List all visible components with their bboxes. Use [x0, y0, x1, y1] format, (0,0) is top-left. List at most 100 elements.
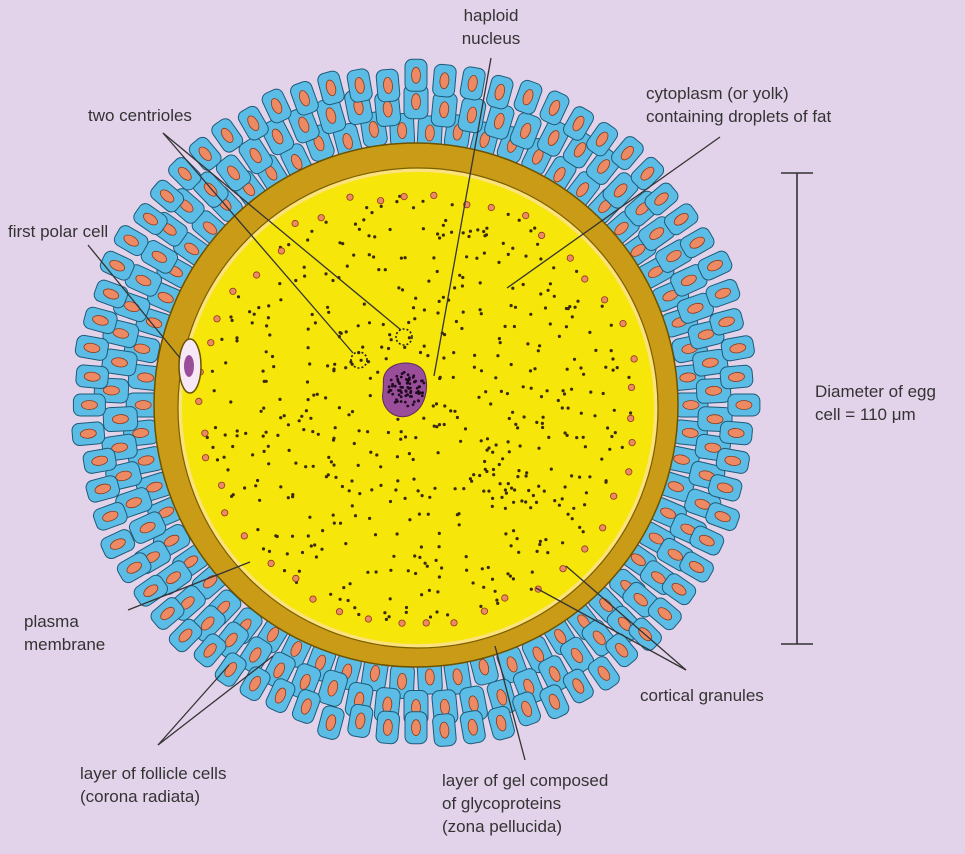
- fat-droplet: [304, 465, 307, 468]
- chromatin-dot: [397, 380, 400, 383]
- fat-droplet: [499, 482, 502, 485]
- chromatin-dot: [405, 389, 408, 392]
- cortical-granule: [582, 546, 588, 552]
- fat-droplet: [541, 426, 544, 429]
- fat-droplet: [543, 490, 546, 493]
- chromatin-dot: [391, 393, 394, 396]
- fat-droplet: [303, 275, 306, 278]
- fat-droplet: [489, 402, 492, 405]
- fat-droplet: [529, 506, 532, 509]
- fat-droplet: [462, 487, 465, 490]
- cortical-granule: [230, 288, 236, 294]
- fat-droplet: [308, 362, 311, 365]
- follicle-cell: [704, 501, 742, 533]
- fat-droplet: [484, 390, 487, 393]
- fat-droplet: [351, 504, 354, 507]
- fat-droplet: [354, 223, 357, 226]
- fat-droplet: [491, 505, 494, 508]
- follicle-cell: [316, 704, 346, 741]
- fat-droplet: [257, 306, 260, 309]
- fat-droplet: [226, 468, 229, 471]
- fat-droplet: [432, 256, 435, 259]
- fat-droplet: [483, 234, 486, 237]
- fat-droplet: [408, 518, 411, 521]
- fat-droplet: [512, 577, 515, 580]
- fat-droplet: [496, 602, 499, 605]
- fat-droplet: [283, 569, 286, 572]
- fat-droplet: [506, 572, 509, 575]
- fat-droplet: [536, 550, 539, 553]
- fat-droplet: [485, 227, 488, 230]
- fat-droplet: [287, 423, 290, 426]
- fat-droplet: [512, 529, 515, 532]
- fat-droplet: [412, 458, 415, 461]
- chromatin-dot: [417, 400, 420, 403]
- fat-droplet: [604, 366, 607, 369]
- fat-droplet: [629, 411, 632, 414]
- fat-droplet: [514, 306, 517, 309]
- fat-droplet: [450, 231, 453, 234]
- cortical-granule: [196, 398, 202, 404]
- fat-droplet: [504, 488, 507, 491]
- fat-droplet: [389, 500, 392, 503]
- fat-droplet: [517, 469, 520, 472]
- fat-droplet: [491, 578, 494, 581]
- fat-droplet: [458, 523, 461, 526]
- fat-droplet: [511, 411, 514, 414]
- follicle-nucleus: [705, 386, 721, 396]
- fat-droplet: [428, 589, 431, 592]
- fat-droplet: [498, 463, 501, 466]
- fat-droplet: [476, 228, 479, 231]
- fat-droplet: [375, 453, 378, 456]
- follicle-cell: [728, 394, 760, 416]
- fat-droplet: [567, 513, 570, 516]
- follicle-cell: [720, 365, 754, 390]
- cortical-granule: [365, 616, 371, 622]
- cortical-granule: [347, 194, 353, 200]
- fat-droplet: [388, 333, 391, 336]
- fat-droplet: [420, 545, 423, 548]
- fat-droplet: [330, 460, 333, 463]
- fat-droplet: [465, 555, 468, 558]
- fat-droplet: [544, 538, 547, 541]
- follicle-cell: [719, 421, 753, 446]
- fat-droplet: [357, 324, 360, 327]
- fat-droplet: [265, 350, 268, 353]
- fat-droplet: [492, 473, 495, 476]
- fat-droplet: [536, 243, 539, 246]
- chromatin-dot: [418, 385, 421, 388]
- fat-droplet: [513, 488, 516, 491]
- cortical-granule: [310, 596, 316, 602]
- fat-droplet: [610, 349, 613, 352]
- follicle-cell: [432, 64, 457, 98]
- fat-droplet: [231, 445, 234, 448]
- cortical-granule: [611, 493, 617, 499]
- fat-droplet: [254, 484, 257, 487]
- fat-droplet: [497, 261, 500, 264]
- fat-droplet: [389, 228, 392, 231]
- fat-droplet: [291, 535, 294, 538]
- fat-droplet: [452, 351, 455, 354]
- fat-droplet: [423, 308, 426, 311]
- fat-droplet: [552, 266, 555, 269]
- follicle-cell: [75, 364, 109, 389]
- fat-droplet: [262, 435, 265, 438]
- fat-droplet: [436, 311, 439, 314]
- chromatin-dot: [404, 401, 407, 404]
- fat-droplet: [561, 497, 564, 500]
- cortical-granule: [253, 272, 259, 278]
- fat-droplet: [436, 590, 439, 593]
- fat-droplet: [522, 283, 525, 286]
- chromatin-dot: [387, 391, 390, 394]
- fat-droplet: [496, 354, 499, 357]
- fat-droplet: [366, 430, 369, 433]
- fat-droplet: [582, 373, 585, 376]
- fat-droplet: [589, 391, 592, 394]
- fat-droplet: [315, 555, 318, 558]
- fat-droplet: [535, 501, 538, 504]
- fat-droplet: [338, 241, 341, 244]
- cortical-granule: [538, 232, 544, 238]
- fat-droplet: [265, 324, 268, 327]
- fat-droplet: [461, 276, 464, 279]
